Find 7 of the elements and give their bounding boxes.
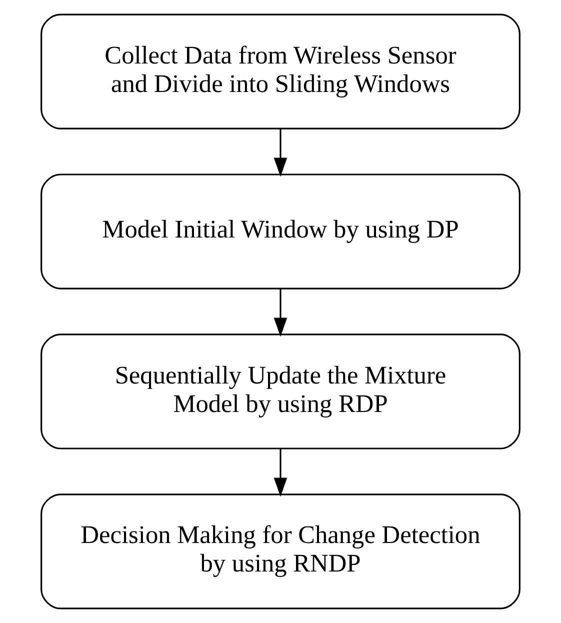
node-box: Collect Data from Wireless Sensor and Divide into Sliding Windows [40,14,520,130]
node-box: Model Initial Window by using DP [40,174,520,290]
node-box: Decision Making for Change Detection by using RNDP [40,494,520,610]
arrow [274,128,288,177]
node-box: Sequentially Update the Mixture Model by using RDP [40,334,520,450]
arrow [274,448,288,497]
arrow [274,288,288,337]
